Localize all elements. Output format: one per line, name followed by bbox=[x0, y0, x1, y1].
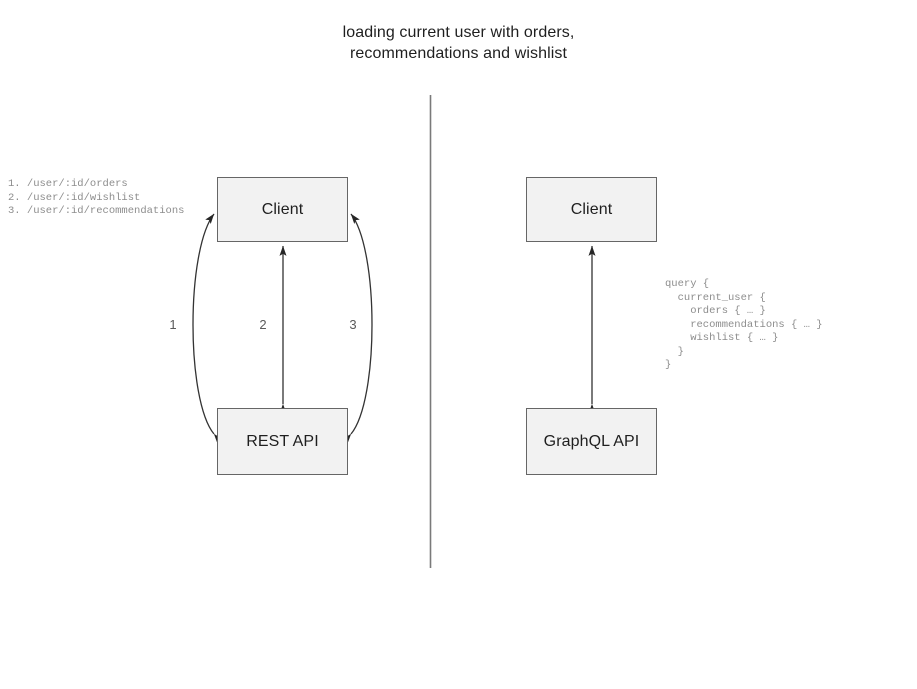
edge-label-3: 3 bbox=[349, 317, 357, 332]
page-title: loading current user with orders, recomm… bbox=[342, 24, 575, 62]
node-rest-api-label: REST API bbox=[246, 432, 319, 450]
node-graphql-api-label: GraphQL API bbox=[543, 432, 640, 450]
node-rest-api[interactable]: REST API bbox=[217, 408, 348, 475]
graphql-query-annotation: query { current_user { orders { … } reco… bbox=[665, 278, 823, 371]
rest-endpoints-annotation: 1. /user/:id/orders 2. /user/:id/wishlis… bbox=[8, 178, 185, 217]
edge-label-2: 2 bbox=[259, 317, 267, 332]
node-rest-client[interactable]: Client bbox=[217, 177, 348, 242]
node-rest-client-label: Client bbox=[261, 200, 304, 218]
node-graphql-api[interactable]: GraphQL API bbox=[526, 408, 657, 475]
rest-edge-1 bbox=[192, 213, 223, 444]
node-graphql-client[interactable]: Client bbox=[526, 177, 657, 242]
node-graphql-client-label: Client bbox=[570, 200, 613, 218]
edge-label-1: 1 bbox=[169, 317, 177, 332]
